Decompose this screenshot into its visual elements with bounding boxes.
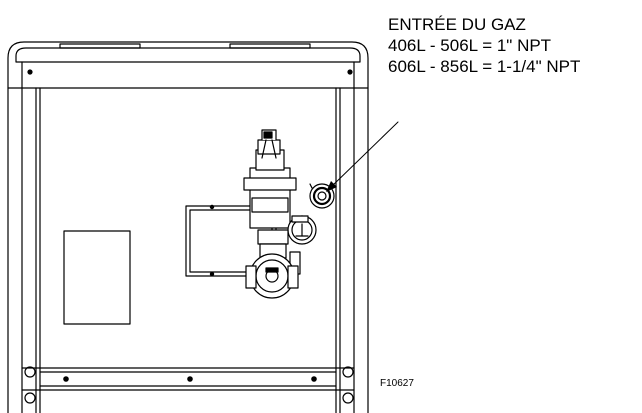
screw [311,376,317,382]
figure-code: F10627 [380,378,414,389]
left-rail [21,61,41,413]
cabinet-outline [7,41,369,413]
top-cap-slot [59,43,141,49]
mounting-hole [24,366,36,378]
callout-line-1: 406L - 506L = 1" NPT [388,36,552,55]
right-rail [335,61,355,413]
callout-leader-line [329,121,399,189]
screw [63,376,69,382]
callout-line-2: 606L - 856L = 1-1/4" NPT [388,57,581,76]
mounting-hole [342,392,354,404]
screw [347,69,353,75]
callout-arrowhead [326,181,337,192]
top-cap-slot [229,43,311,49]
gas-valve-assembly [185,129,335,299]
bottom-frame-bar [21,367,355,391]
screw [27,69,33,75]
mounting-hole [342,366,354,378]
access-panel [63,230,131,325]
gas-inlet-callout: ENTRÉE DU GAZ 406L - 506L = 1" NPT 606L … [388,14,580,77]
cabinet-top-cap [15,47,361,63]
mounting-hole [24,392,36,404]
screw [187,376,193,382]
callout-title: ENTRÉE DU GAZ [388,15,526,34]
